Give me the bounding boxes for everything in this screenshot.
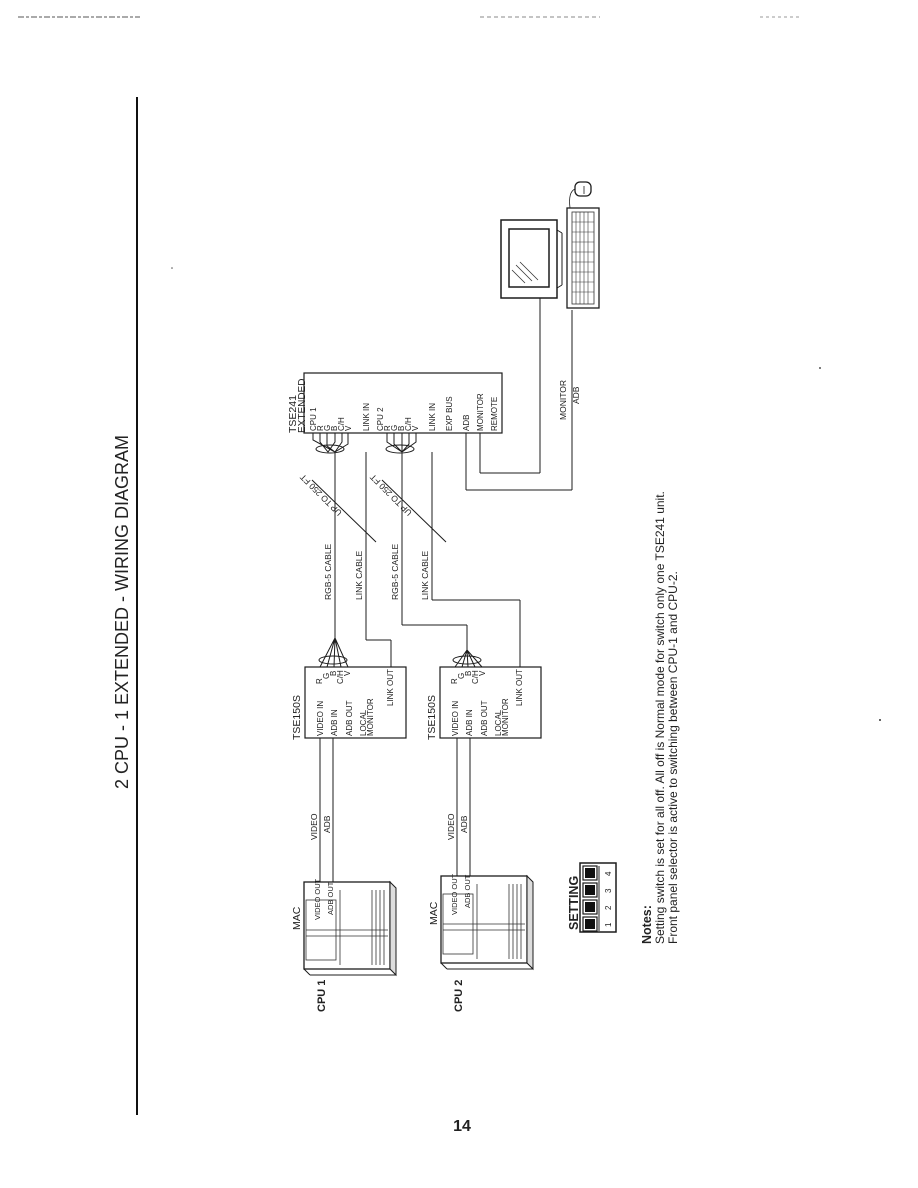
tse150s-2-port: VIDEO IN bbox=[451, 701, 460, 736]
tse241-port: V bbox=[411, 425, 420, 431]
mac1-adb-cable-label: ADB bbox=[322, 815, 332, 833]
tse150s-1-rgb-port: R bbox=[315, 678, 324, 684]
tse150s-1-rgb-port: B bbox=[329, 671, 338, 676]
tse241-port: B bbox=[330, 426, 339, 431]
tse241-subtitle: EXTENDED bbox=[297, 379, 308, 433]
tse150s-1-port: ADB OUT bbox=[345, 700, 354, 736]
tse150s-1-title: TSE150S bbox=[291, 695, 303, 740]
mac-cpu1-illustration bbox=[303, 880, 397, 977]
dip-switch-numbers: 1 2 3 4 bbox=[604, 871, 613, 927]
mac1-video-cable-label: VIDEO bbox=[309, 813, 319, 840]
cpu2-video-out-label: VIDEO OUT bbox=[450, 873, 459, 915]
cpu1-label: CPU 1 bbox=[316, 980, 328, 1012]
tse241-port: ADB bbox=[462, 415, 471, 431]
dip-switch-number: 2 bbox=[604, 905, 613, 910]
monitor-illustration bbox=[500, 219, 563, 299]
tse241-port: CPU 1 bbox=[309, 407, 318, 431]
mac2-adb-cable-label: ADB bbox=[459, 815, 469, 833]
cpu2-label: CPU 2 bbox=[453, 980, 465, 1012]
tse150s-1-port: LINK OUT bbox=[386, 669, 395, 706]
tse150s-1-rgb-port: C/H bbox=[336, 670, 345, 684]
tse241-port: G bbox=[390, 425, 399, 431]
link-cable-label-2: LINK CABLE bbox=[420, 551, 430, 600]
tse150s-2-port: LOCAL bbox=[494, 709, 503, 736]
tse241-port: V bbox=[344, 425, 353, 431]
tse150s-2-title: TSE150S bbox=[426, 695, 438, 740]
tse241-port: MONITOR bbox=[476, 393, 485, 431]
tse150s-2-port-labels: VIDEO IN ADB IN ADB OUT LOCAL MONITOR LI… bbox=[450, 669, 524, 736]
mac2-video-cable-label: VIDEO bbox=[446, 813, 456, 840]
cpu1-adb-out-label: ADB OUT bbox=[326, 881, 335, 915]
rgb-fanout-241-cpu2 bbox=[385, 433, 417, 454]
cpu2-mac-label: MAC bbox=[428, 901, 440, 925]
tse150s-1-rgb-port: V bbox=[343, 670, 352, 676]
tse241-port: B bbox=[397, 426, 406, 431]
tse150s-1-port: VIDEO IN bbox=[316, 701, 325, 736]
dip-switch-number: 4 bbox=[604, 871, 613, 876]
tse241-port: R bbox=[316, 425, 325, 431]
tse241-port: R bbox=[383, 425, 392, 431]
tse150s-2-port: ADB IN bbox=[465, 709, 474, 736]
dip-switch bbox=[579, 862, 617, 933]
tse150s-2-rgb-port: V bbox=[478, 670, 487, 676]
keyboard-illustration bbox=[566, 207, 600, 309]
mouse-icon bbox=[569, 181, 592, 209]
distance-label-2: UP TO 250 FT bbox=[368, 472, 414, 518]
rgb-cable-label-2: RGB-5 CABLE bbox=[390, 543, 400, 600]
tse150s-2-port: LINK OUT bbox=[515, 669, 524, 706]
notes-line-1: Setting switch is set for all off. All o… bbox=[653, 491, 667, 944]
cpu1-video-out-label: VIDEO OUT bbox=[313, 878, 322, 920]
cpu1-mac-label: MAC bbox=[291, 906, 303, 930]
tse150s-2-port: ADB OUT bbox=[480, 700, 489, 736]
notes-heading: Notes: bbox=[640, 905, 654, 944]
monitor-cable-label: MONITOR bbox=[558, 380, 568, 420]
cable-lines bbox=[319, 297, 573, 900]
tse150s-2-rgb-port: R bbox=[450, 678, 459, 684]
tse241-port: C/H bbox=[337, 417, 346, 431]
tse241-title: TSE241 bbox=[287, 395, 299, 433]
mac-cpu2-illustration bbox=[440, 874, 534, 971]
setting-label: SETTING bbox=[567, 876, 581, 930]
rgb-fanout-150s-2 bbox=[452, 649, 483, 668]
tse150s-1-port: LOCAL bbox=[359, 709, 368, 736]
tse241-port-labels: CPU 1 R G B C/H V LINK IN CPU 2 R G B C/… bbox=[309, 393, 499, 431]
tse150s-2-rgb-port: G bbox=[457, 673, 466, 679]
cpu2-adb-out-label: ADB OUT bbox=[463, 874, 472, 908]
notes-line-2: Front panel selector is active to switch… bbox=[666, 571, 680, 944]
scan-speck bbox=[819, 367, 821, 369]
distance-label-1: UP TO 250 FT bbox=[298, 472, 344, 518]
tse241-port: EXP BUS bbox=[445, 396, 454, 431]
tse150s-2-rgb-port: C/H bbox=[471, 670, 480, 684]
scan-speck bbox=[171, 267, 173, 269]
adb-cable-label: ADB bbox=[571, 386, 581, 404]
tse241-port: CPU 2 bbox=[376, 407, 385, 431]
tse241-port: REMOTE bbox=[490, 397, 499, 431]
rgb-fanout-241-cpu1 bbox=[312, 433, 349, 454]
tse241-unit bbox=[303, 372, 503, 434]
tse150s-1-rgb-port: G bbox=[322, 673, 331, 679]
dip-switch-number: 3 bbox=[604, 888, 613, 893]
tse150s-1-unit bbox=[304, 666, 407, 739]
tse241-port: G bbox=[323, 425, 332, 431]
distance-slash-1 bbox=[311, 479, 377, 543]
page-title: 2 CPU - 1 EXTENDED - WIRING DIAGRAM bbox=[112, 435, 132, 789]
link-cable-label-1: LINK CABLE bbox=[354, 551, 364, 600]
rgb-cable-label-1: RGB-5 CABLE bbox=[323, 543, 333, 600]
tse241-port: C/H bbox=[404, 417, 413, 431]
scan-speck bbox=[879, 719, 881, 721]
tse150s-1-port-labels: VIDEO IN ADB IN ADB OUT LOCAL MONITOR LI… bbox=[315, 669, 395, 736]
tse150s-2-unit bbox=[439, 666, 542, 739]
tse150s-2-port: MONITOR bbox=[501, 698, 510, 736]
rgb-fanout-150s-1 bbox=[318, 637, 349, 668]
tse150s-1-port: MONITOR bbox=[366, 698, 375, 736]
tse241-port: LINK IN bbox=[362, 403, 371, 431]
page-number: 14 bbox=[453, 1118, 471, 1135]
tse150s-2-rgb-port: B bbox=[464, 671, 473, 676]
tse241-port: LINK IN bbox=[428, 403, 437, 431]
tse150s-1-port: ADB IN bbox=[330, 709, 339, 736]
distance-slash-2 bbox=[381, 479, 447, 543]
dip-switch-number: 1 bbox=[604, 922, 613, 927]
